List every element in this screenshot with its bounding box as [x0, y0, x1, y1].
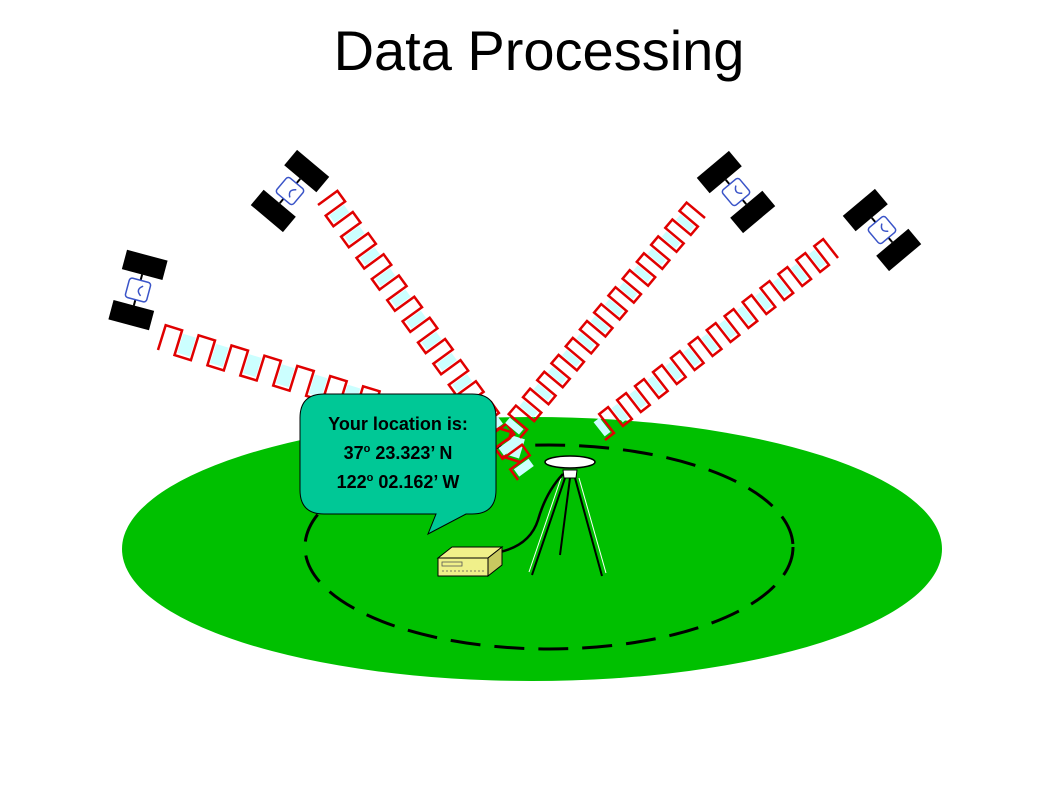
signal-pulse-fill — [452, 374, 473, 392]
signal-pulse-fill — [390, 289, 411, 308]
satellite-icon — [695, 149, 777, 235]
signal-pulse-fill — [719, 319, 736, 339]
gps-receiver-icon — [436, 545, 504, 578]
dashed-survey-circle — [303, 443, 795, 651]
signal-pulse-fill — [360, 247, 380, 266]
callout-latitude: 37o 23.323’ N — [343, 443, 453, 463]
signal-pulse-fill — [633, 265, 652, 283]
signal-pulse-fill — [661, 231, 681, 249]
signal-pulse-fill — [406, 310, 427, 329]
signal-pulse-fill — [308, 374, 328, 398]
signal-pulse-fill — [755, 291, 772, 311]
signal-pulse-fill — [629, 389, 647, 409]
signal-pulse-fill — [737, 305, 754, 325]
antenna-cable — [499, 473, 564, 554]
satellite-icon — [249, 148, 331, 234]
signal-pulse-fill — [498, 437, 519, 456]
signal-pulse-fill — [611, 403, 629, 423]
signal-wave — [597, 237, 839, 441]
signal-pulse-fill — [676, 214, 695, 232]
callout-longitude: 122o 02.162’ W — [336, 472, 460, 492]
signal-pulse-fill — [665, 361, 683, 381]
signal-pulse-fill — [604, 299, 624, 317]
satellite-icon — [107, 248, 169, 332]
signal-pulse-fill — [513, 458, 534, 477]
signal-pulse-fill — [647, 375, 665, 395]
signal-pulse-fill — [647, 248, 666, 266]
signal-pulse-fill — [344, 226, 365, 244]
signal-pulse-fill — [547, 366, 567, 384]
signal-pulse-fill — [276, 364, 295, 388]
signal-pulse-fill — [210, 343, 229, 367]
signal-pulse-fill — [808, 249, 826, 269]
signal-pulse-fill — [701, 333, 719, 353]
signal-pulse-fill — [533, 383, 552, 401]
signal-pulse-fill — [375, 268, 396, 287]
signal-wave — [506, 200, 706, 439]
signal-pulse-fill — [619, 282, 638, 300]
satellite-icon — [841, 187, 923, 273]
signal-pulse-fill — [790, 263, 808, 283]
signal-pulse-fill — [329, 204, 350, 223]
signal-pulse-fill — [772, 277, 790, 297]
signal-pulse-fill — [243, 354, 262, 378]
location-callout: Your location is: 37o 23.323’ N 122o 02.… — [300, 394, 496, 514]
signal-pulse-fill — [437, 352, 457, 371]
callout-heading: Your location is: — [328, 414, 468, 434]
signal-pulse-fill — [593, 417, 611, 437]
signal-pulse-fill — [177, 333, 196, 357]
signal-pulse-fill — [576, 332, 595, 350]
ground-field — [122, 417, 942, 681]
tripod-antenna-icon — [528, 455, 607, 577]
signal-pulse-fill — [505, 417, 524, 435]
signal-pulse-fill — [421, 331, 442, 350]
signal-pulse-fill — [590, 316, 609, 333]
signal-pulse-fill — [519, 400, 538, 418]
slide-title: Data Processing — [333, 19, 745, 82]
signal-pulse-fill — [683, 347, 701, 367]
location-callout-bubble — [299, 393, 497, 536]
signal-pulse-fill — [562, 349, 581, 367]
